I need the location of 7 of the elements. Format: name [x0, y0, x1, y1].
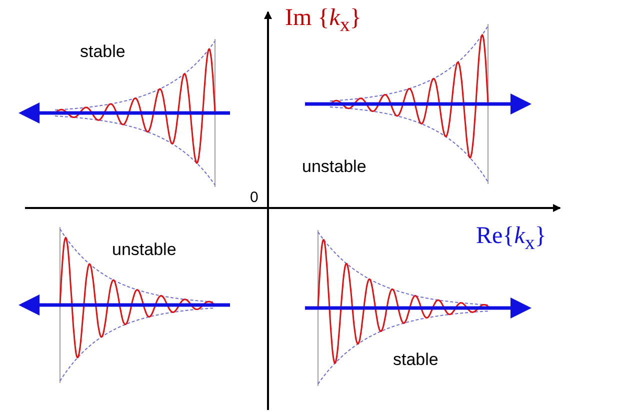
axis-label: Re{k$_{x}$} [476, 224, 546, 253]
region-label: unstable [302, 158, 366, 175]
region-label: stable [393, 351, 438, 368]
origin-label: 0 [250, 190, 258, 205]
region-label: stable [80, 43, 126, 60]
region-label: unstable [112, 241, 176, 258]
axis-label: Im {k$_{x}$} [285, 6, 362, 35]
